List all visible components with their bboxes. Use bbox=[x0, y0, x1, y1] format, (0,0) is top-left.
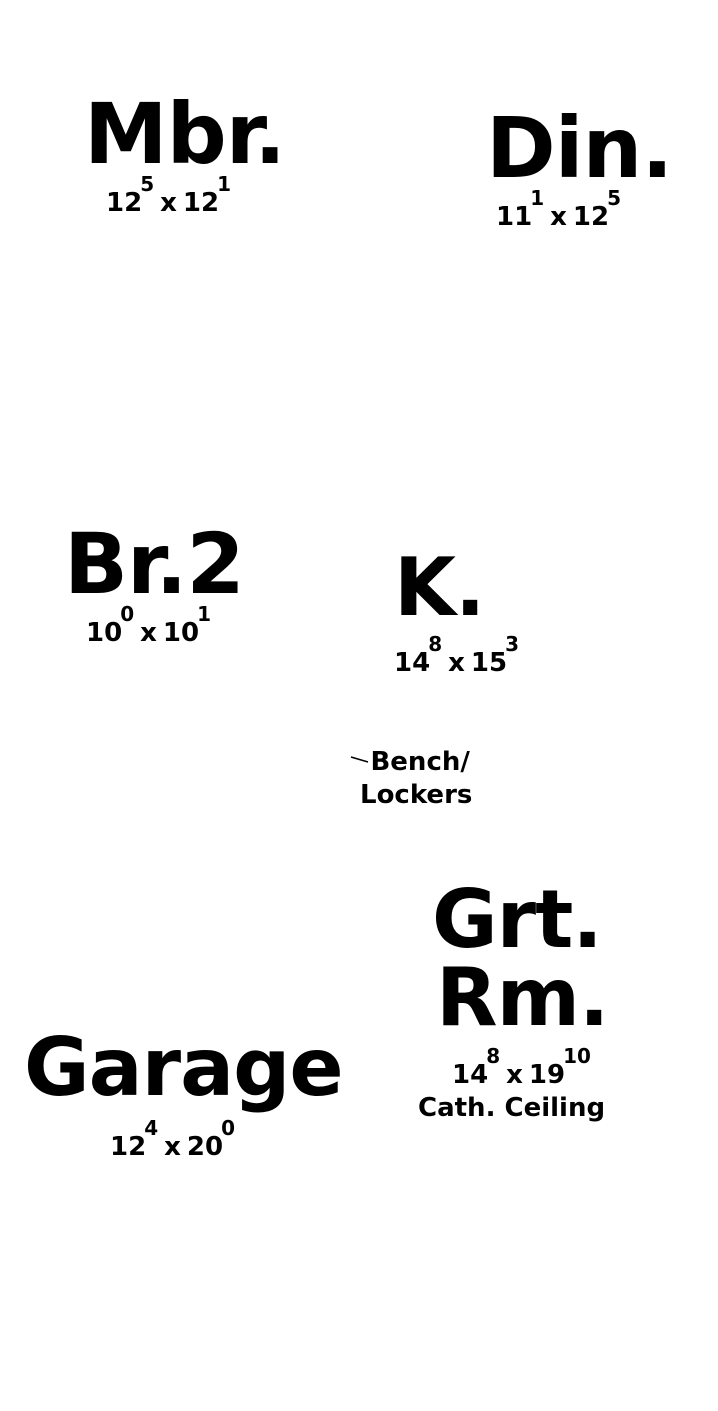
depth-feet: 19 bbox=[528, 1060, 566, 1090]
depth-inches: 5 bbox=[607, 186, 621, 210]
room-note-grt: Cath. Ceiling bbox=[418, 1093, 606, 1123]
width-feet: 12 bbox=[110, 1132, 147, 1162]
depth-inches: 1 bbox=[217, 172, 231, 196]
dimension-separator: x bbox=[164, 1132, 181, 1162]
dimension-separator: x bbox=[140, 618, 157, 648]
width-inches: 0 bbox=[120, 602, 135, 626]
width-feet: 10 bbox=[86, 618, 123, 648]
depth-feet: 12 bbox=[182, 188, 220, 218]
width-inches: 5 bbox=[140, 172, 155, 196]
room-label-din: Din. bbox=[486, 99, 673, 197]
width-feet: 12 bbox=[106, 188, 143, 218]
bench-leader-line bbox=[350, 756, 369, 763]
depth-inches: 1 bbox=[197, 602, 211, 626]
bench-label-line2: Lockers bbox=[360, 780, 473, 811]
room-label-garage: Garage bbox=[24, 1021, 344, 1114]
room-label-k: K. bbox=[394, 541, 485, 634]
room-label-grt-line1: Grt. bbox=[432, 873, 603, 966]
depth-feet: 12 bbox=[572, 202, 610, 232]
dimension-separator: x bbox=[506, 1060, 523, 1090]
width-feet: 14 bbox=[452, 1060, 489, 1090]
bench-label-line1: Bench/ bbox=[370, 747, 470, 777]
width-inches: 1 bbox=[530, 186, 545, 210]
room-label-mbr: Mbr. bbox=[84, 85, 286, 183]
width-inches: 8 bbox=[486, 1044, 501, 1068]
width-feet: 14 bbox=[394, 648, 431, 678]
depth-inches: 3 bbox=[505, 632, 519, 656]
depth-inches: 10 bbox=[563, 1044, 591, 1068]
width-inches: 8 bbox=[428, 632, 443, 656]
dimension-separator: x bbox=[160, 188, 177, 218]
width-inches: 4 bbox=[144, 1116, 159, 1140]
dimension-separator: x bbox=[550, 202, 567, 232]
room-label-grt-line2: Rm. bbox=[436, 951, 609, 1044]
depth-feet: 15 bbox=[470, 648, 508, 678]
depth-feet: 10 bbox=[162, 618, 200, 648]
bench-lockers-label: Bench/ Lockers bbox=[360, 746, 472, 813]
dimension-separator: x bbox=[448, 648, 465, 678]
depth-feet: 20 bbox=[186, 1132, 224, 1162]
depth-inches: 0 bbox=[221, 1116, 235, 1140]
width-feet: 11 bbox=[496, 202, 533, 232]
room-label-br2: Br.2 bbox=[64, 515, 245, 613]
